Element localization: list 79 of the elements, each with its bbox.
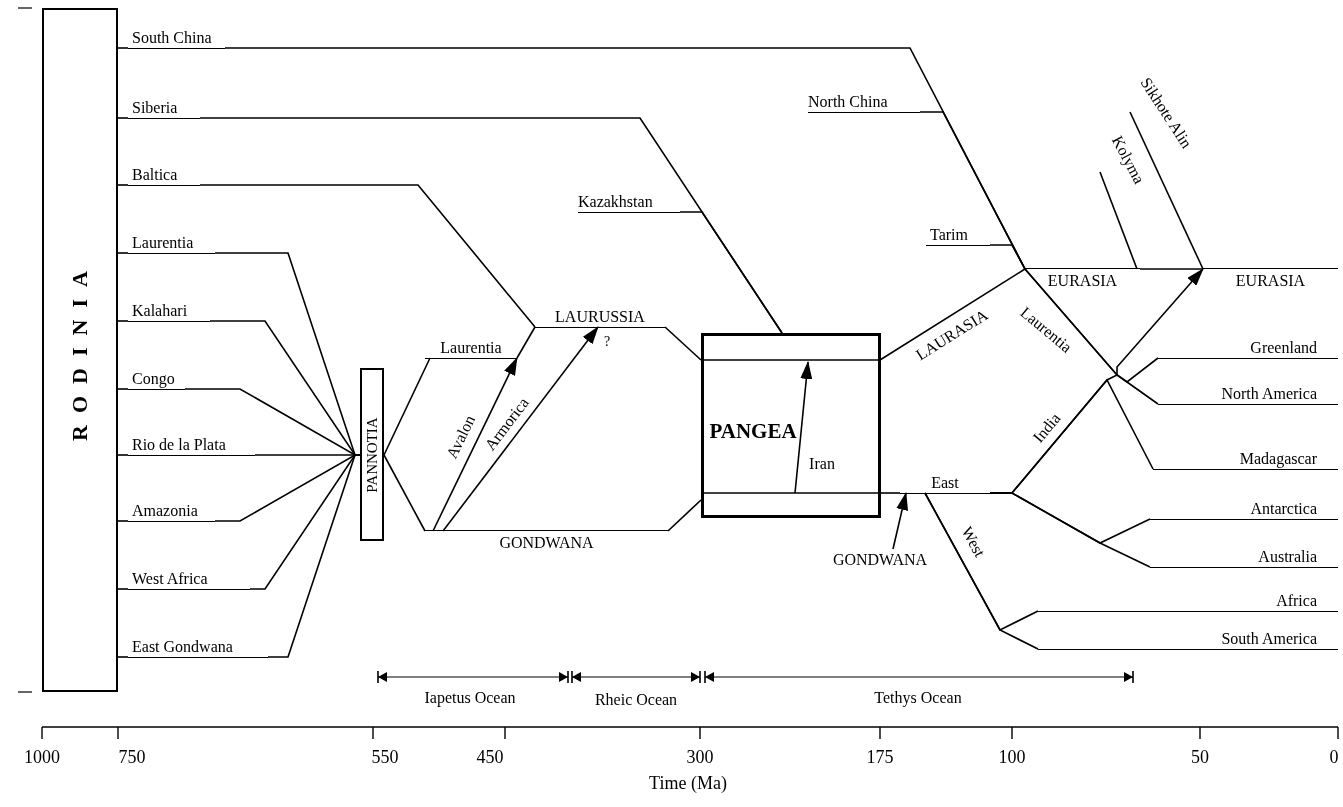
branch-label: Iran bbox=[809, 455, 835, 473]
supercontinent-label: PANNOTIA bbox=[363, 416, 381, 493]
branch-line bbox=[667, 499, 702, 532]
axis-title: Time (Ma) bbox=[649, 774, 727, 792]
ocean-label: Iapetus Ocean bbox=[424, 689, 516, 707]
axis-tick-label: 175 bbox=[866, 748, 894, 766]
continent-branch: East Gondwana bbox=[128, 637, 268, 658]
branch-line bbox=[117, 454, 129, 456]
supercontinent-box bbox=[360, 368, 384, 541]
continent-branch: Australia bbox=[1150, 547, 1338, 568]
branch-line bbox=[664, 326, 702, 361]
axis-tick-label: 50 bbox=[1191, 748, 1209, 766]
continent-branch: EURASIA bbox=[1203, 268, 1338, 292]
continent-branch: South America bbox=[1038, 629, 1338, 650]
axis-tick-label: 450 bbox=[476, 748, 504, 766]
supercontinent-box bbox=[42, 8, 118, 692]
branch-line bbox=[1099, 171, 1138, 270]
continent-branch: West Africa bbox=[128, 569, 250, 590]
continent-branch: Kazakhstan bbox=[578, 192, 680, 213]
branch-line bbox=[117, 47, 129, 49]
continent-label: GONDWANA bbox=[832, 551, 928, 569]
axis-tick-label: 550 bbox=[371, 748, 399, 766]
branch-label: West bbox=[957, 523, 989, 561]
continent-branch: North China bbox=[808, 92, 920, 113]
branch-line bbox=[1024, 268, 1159, 405]
branch-line bbox=[117, 388, 129, 390]
continent-branch: Rio de la Plata bbox=[128, 435, 255, 456]
arrow bbox=[442, 326, 599, 532]
axis-tick-label: 100 bbox=[998, 748, 1026, 766]
branch-line bbox=[117, 117, 129, 119]
continent-branch: Amazonia bbox=[128, 501, 215, 522]
supercontinent-label: PANGEA bbox=[709, 419, 797, 443]
branch-line bbox=[117, 656, 129, 658]
continent-branch: East bbox=[900, 473, 990, 494]
continent-branch: Congo bbox=[128, 369, 185, 390]
continent-branch: EURASIA bbox=[1025, 268, 1140, 292]
annotation-mark: ? bbox=[603, 333, 611, 351]
axis-tick-label: 0 bbox=[1329, 748, 1339, 766]
axis-tick-label: 1000 bbox=[24, 748, 60, 766]
ocean-label: Tethys Ocean bbox=[874, 689, 962, 707]
continent-branch: LAURUSSIA bbox=[535, 307, 665, 328]
branch-line bbox=[117, 320, 129, 322]
arrow bbox=[432, 357, 518, 532]
branch-line bbox=[117, 184, 129, 186]
axis-tick-label: 750 bbox=[118, 748, 146, 766]
branch-line bbox=[989, 492, 1151, 568]
continent-branch: Africa bbox=[1038, 591, 1338, 612]
arrow bbox=[794, 361, 813, 494]
axis-tick-label: 300 bbox=[686, 748, 714, 766]
supercontinent-label: RODINIA bbox=[68, 259, 92, 441]
continent-branch: Laurentia bbox=[128, 233, 215, 254]
branch-line bbox=[879, 268, 1026, 361]
branch-line bbox=[1129, 111, 1204, 270]
ocean-label: Rheic Ocean bbox=[594, 691, 678, 709]
continent-branch: Baltica bbox=[128, 165, 200, 186]
continent-branch: North America bbox=[1158, 384, 1338, 405]
branch-line bbox=[117, 252, 129, 254]
branch-line bbox=[516, 326, 536, 359]
branch-line bbox=[879, 492, 901, 494]
continent-branch: Greenland bbox=[1158, 338, 1338, 359]
branch-label: Avalon bbox=[442, 412, 480, 462]
arrow bbox=[892, 492, 908, 550]
supercontinent-box bbox=[701, 333, 881, 518]
continent-branch: Kalahari bbox=[128, 301, 210, 322]
branch-line bbox=[679, 211, 783, 334]
continent-branch: South China bbox=[128, 28, 225, 49]
branch-line bbox=[383, 357, 431, 456]
continent-branch: Siberia bbox=[128, 98, 200, 119]
continent-branch: Antarctica bbox=[1150, 499, 1338, 520]
branch-line bbox=[199, 184, 536, 328]
branch-line bbox=[117, 588, 129, 590]
continent-branch: Tarim bbox=[926, 225, 990, 246]
continent-branch: Madagascar bbox=[1153, 449, 1338, 470]
branch-line bbox=[383, 454, 426, 532]
branch-line bbox=[1139, 268, 1204, 270]
branch-line bbox=[989, 244, 1026, 270]
continent-branch: Laurentia bbox=[425, 338, 517, 359]
continent-branch: GONDWANA bbox=[425, 530, 668, 554]
branch-line bbox=[117, 520, 129, 522]
